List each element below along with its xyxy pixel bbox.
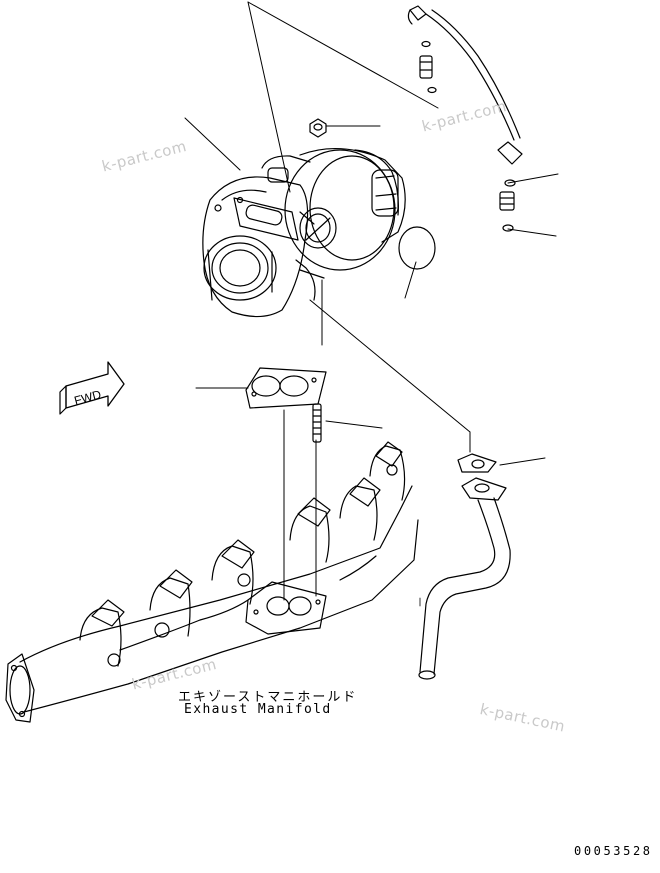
gasket-ring [399, 227, 435, 269]
fwd-arrow: FWD [60, 362, 124, 414]
oil-line-assembly [408, 6, 522, 231]
oil-drain-tube [419, 478, 510, 679]
turbo-gasket [246, 368, 326, 408]
document-number: 00053528 [574, 844, 653, 858]
exhaust-manifold [6, 442, 418, 722]
caption-japanese: エキゾーストマニホールド [178, 690, 358, 705]
caption-english: Exhaust Manifold [184, 702, 332, 717]
fwd-label: FWD [73, 387, 103, 408]
turbocharger [203, 149, 405, 317]
stud-bolt [313, 404, 321, 442]
leader-lines [185, 2, 558, 600]
drain-gasket [458, 454, 496, 472]
bolt-nut [310, 119, 326, 137]
